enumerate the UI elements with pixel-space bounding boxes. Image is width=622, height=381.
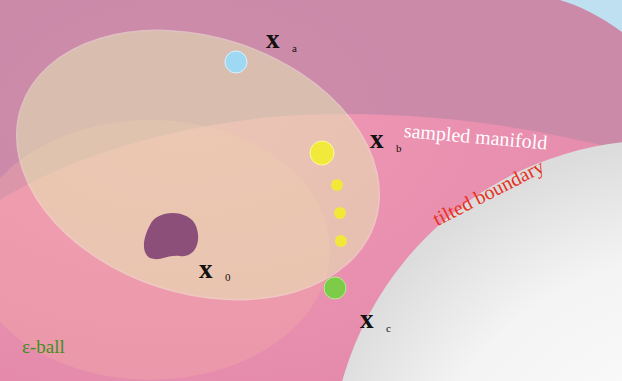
point-symbol: x: [199, 256, 213, 283]
point-symbol: x: [360, 306, 374, 333]
dot: [334, 207, 346, 219]
sphere-a: [225, 51, 247, 73]
dot: [331, 179, 343, 191]
sphere-c: [324, 277, 346, 299]
point-subscript: b: [396, 143, 402, 154]
point-subscript: 0: [225, 272, 231, 283]
point-subscript: c: [386, 323, 391, 334]
sphere-b: [310, 141, 334, 165]
sky-corner: [560, 0, 622, 32]
point-symbol: x: [370, 126, 384, 153]
x0-blob: [144, 213, 198, 259]
dot: [335, 235, 347, 247]
point-subscript: a: [292, 43, 297, 54]
epsilon-ball: [0, 0, 414, 344]
point-symbol: x: [266, 26, 280, 53]
boundary-label: tilted boundary: [429, 156, 546, 229]
ball-label: ε-ball: [22, 337, 65, 356]
manifold-label: sampled manifold: [403, 120, 548, 152]
